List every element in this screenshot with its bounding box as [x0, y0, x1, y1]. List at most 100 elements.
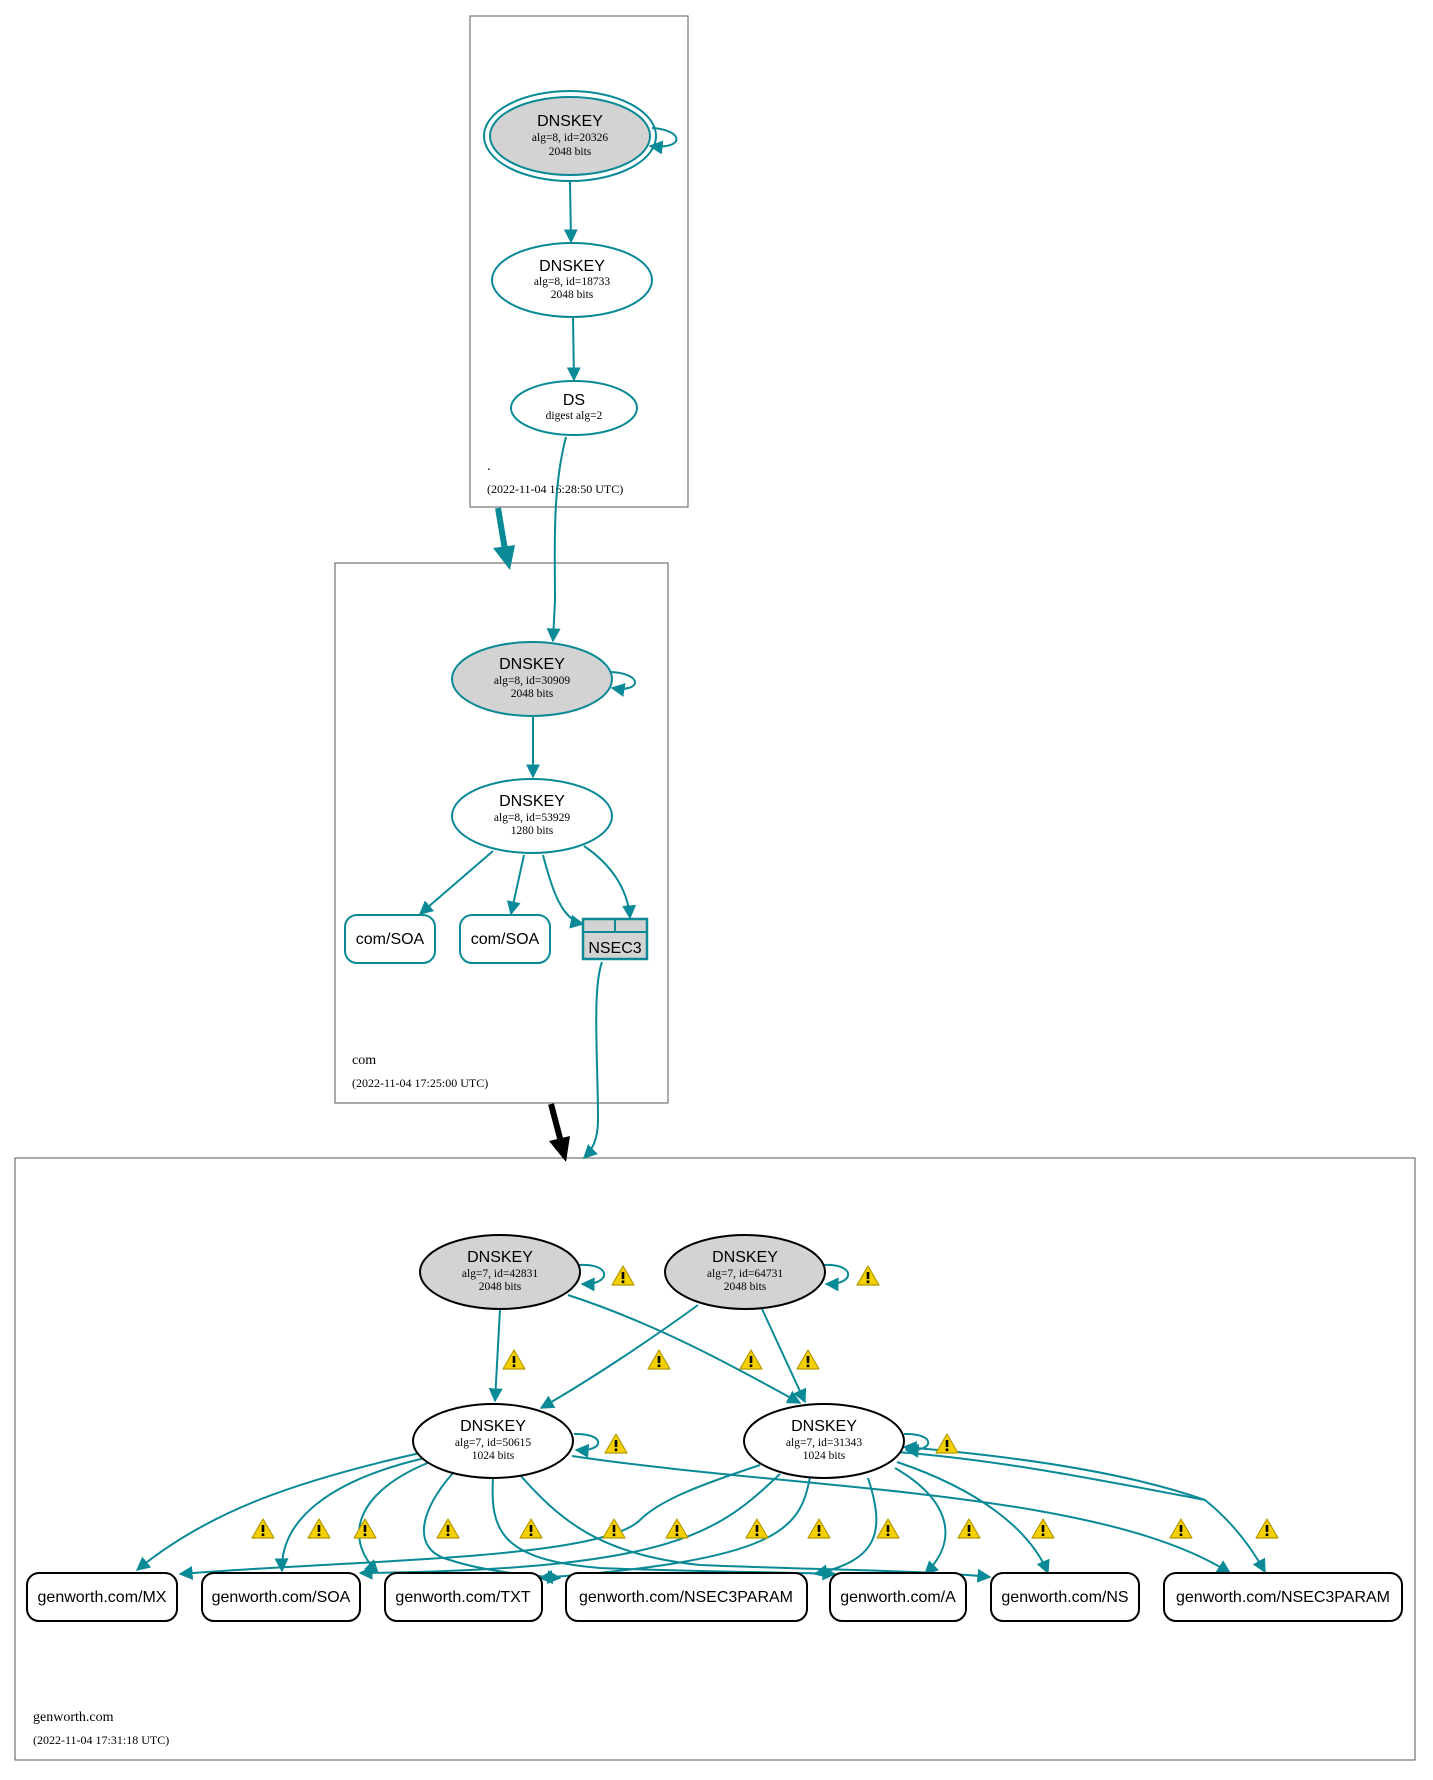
edge-zsk1-mx	[135, 1452, 421, 1571]
edge-root-ksk-self	[648, 127, 678, 155]
warning-triangle-icon[interactable]	[876, 1518, 900, 1539]
node-gw-zsk2-line2: 1024 bits	[803, 1450, 846, 1462]
edge-zsk1-nsec3param2	[571, 1455, 1232, 1574]
node-gw-ksk1-title: DNSKEY	[467, 1249, 533, 1266]
edge-zsk2-a	[894, 1467, 947, 1575]
zone-root-name: .	[487, 459, 491, 474]
warning-triangle-icon[interactable]	[1031, 1518, 1055, 1539]
node-gw-zsk1-line2: 1024 bits	[472, 1450, 515, 1462]
node-root-zsk[interactable]: DNSKEY alg=8, id=18733 2048 bits	[491, 242, 653, 318]
node-root-ksk-line1: alg=8, id=20326	[532, 132, 608, 144]
edge-zsk2-nsec3param1	[813, 1477, 878, 1579]
node-com-soa1-label: com/SOA	[356, 931, 425, 948]
edge-com-ksk-self	[609, 671, 636, 697]
node-gw-ns-label: genworth.com/NS	[1001, 1589, 1128, 1606]
edge-gw-ksk1-self	[578, 1263, 606, 1292]
zone-root-date: (2022-11-04 16:28:50 UTC)	[487, 482, 623, 496]
warning-triangle-icon[interactable]	[796, 1349, 820, 1370]
edge-zsk1-soa	[274, 1457, 426, 1573]
warning-triangle-icon[interactable]	[1169, 1518, 1193, 1539]
node-gw-zsk2-line1: alg=7, id=31343	[786, 1437, 862, 1449]
edge-com-nsec3-genworth	[583, 961, 603, 1159]
node-gw-zsk2-title: DNSKEY	[791, 1418, 857, 1435]
warning-triangle-icon[interactable]	[602, 1518, 626, 1539]
edge-zsk2-soa	[358, 1473, 781, 1580]
edge-gw-zsk1-self	[573, 1432, 600, 1458]
node-com-nsec3[interactable]: NSEC3	[581, 917, 649, 961]
node-gw-nsec3param2-label: genworth.com/NSEC3PARAM	[1176, 1589, 1390, 1606]
delegation-arrow-com-genworth	[548, 1103, 570, 1162]
edge-zsk2-txt	[538, 1476, 811, 1585]
node-gw-ksk2[interactable]: DNSKEY alg=7, id=64731 2048 bits	[664, 1234, 826, 1310]
warning-triangle-icon[interactable]	[647, 1349, 671, 1370]
warning-triangle-icon[interactable]	[519, 1518, 543, 1539]
node-gw-ksk2-title: DNSKEY	[712, 1249, 778, 1266]
edge-com-zsk-soa2	[506, 854, 525, 916]
node-root-zsk-line2: 2048 bits	[551, 289, 594, 301]
warning-triangle-icon[interactable]	[665, 1518, 689, 1539]
node-root-ksk[interactable]: DNSKEY alg=8, id=20326 2048 bits	[483, 90, 657, 182]
zone-genworth-box	[14, 1157, 1416, 1761]
node-gw-ksk2-line2: 2048 bits	[724, 1281, 767, 1293]
warning-triangle-icon[interactable]	[957, 1518, 981, 1539]
node-com-ksk-title: DNSKEY	[499, 656, 565, 673]
zone-com-box	[334, 562, 669, 1104]
warning-triangle-icon[interactable]	[739, 1349, 763, 1370]
node-gw-zsk1[interactable]: DNSKEY alg=7, id=50615 1024 bits	[412, 1403, 574, 1479]
edge-gw-ksk2-zsk2	[761, 1308, 807, 1404]
zone-root-box	[469, 15, 689, 508]
node-gw-zsk1-line1: alg=7, id=50615	[455, 1437, 531, 1449]
node-root-zsk-line1: alg=8, id=18733	[534, 276, 610, 288]
node-root-ds[interactable]: DS digest alg=2	[510, 380, 638, 436]
node-gw-a-label: genworth.com/A	[840, 1589, 956, 1606]
edge-zsk1-txt	[358, 1461, 431, 1574]
node-com-nsec3-label: NSEC3	[588, 940, 641, 957]
warning-triangle-icon[interactable]	[856, 1265, 880, 1286]
warning-triangle-icon[interactable]	[604, 1433, 628, 1454]
warning-triangle-icon[interactable]	[307, 1518, 331, 1539]
node-gw-nsec3param1-label: genworth.com/NSEC3PARAM	[579, 1589, 793, 1606]
zone-genworth-date: (2022-11-04 17:31:18 UTC)	[33, 1733, 169, 1747]
node-gw-soa-label: genworth.com/SOA	[212, 1589, 351, 1606]
zone-com-name: com	[352, 1053, 376, 1068]
node-gw-ksk1-line1: alg=7, id=42831	[462, 1268, 538, 1280]
node-gw-zsk1-title: DNSKEY	[460, 1418, 526, 1435]
warning-triangle-icon[interactable]	[251, 1518, 275, 1539]
edge-zsk2-ns	[896, 1461, 1050, 1575]
warning-triangle-icon[interactable]	[611, 1265, 635, 1286]
warning-triangle-icon[interactable]	[353, 1518, 377, 1539]
node-gw-zsk2[interactable]: DNSKEY alg=7, id=31343 1024 bits	[743, 1403, 905, 1479]
node-gw-soa[interactable]: genworth.com/SOA	[201, 1572, 361, 1622]
warning-triangle-icon[interactable]	[807, 1518, 831, 1539]
edge-gw-ksk2-self	[822, 1263, 850, 1292]
edge-com-zsk-nsec3-b	[583, 845, 637, 920]
warning-triangle-icon[interactable]	[745, 1518, 769, 1539]
node-com-zsk[interactable]: DNSKEY alg=8, id=53929 1280 bits	[451, 778, 613, 854]
node-root-ksk-line2: 2048 bits	[549, 146, 592, 158]
node-gw-nsec3param2[interactable]: genworth.com/NSEC3PARAM	[1163, 1572, 1403, 1622]
edge-root-ds-com-ksk	[546, 436, 567, 643]
edge-zsk2-mx	[178, 1464, 761, 1580]
zone-com-date: (2022-11-04 17:25:00 UTC)	[352, 1076, 488, 1090]
warning-triangle-icon[interactable]	[436, 1518, 460, 1539]
warning-triangle-icon[interactable]	[502, 1349, 526, 1370]
node-gw-txt-label: genworth.com/TXT	[395, 1589, 530, 1606]
node-root-ksk-title: DNSKEY	[537, 113, 603, 130]
node-gw-mx[interactable]: genworth.com/MX	[26, 1572, 178, 1622]
node-gw-txt[interactable]: genworth.com/TXT	[384, 1572, 543, 1622]
edge-gw-ksk2-zsk1	[539, 1304, 699, 1409]
node-gw-nsec3param1[interactable]: genworth.com/NSEC3PARAM	[565, 1572, 808, 1622]
node-gw-ns[interactable]: genworth.com/NS	[990, 1572, 1140, 1622]
node-root-ds-title: DS	[563, 392, 585, 409]
node-com-soa1[interactable]: com/SOA	[344, 914, 436, 964]
node-root-ds-line1: digest alg=2	[546, 410, 603, 422]
node-com-ksk[interactable]: DNSKEY alg=8, id=30909 2048 bits	[451, 641, 613, 717]
node-com-soa2[interactable]: com/SOA	[459, 914, 551, 964]
node-gw-ksk1[interactable]: DNSKEY alg=7, id=42831 2048 bits	[419, 1234, 581, 1310]
warning-triangle-icon[interactable]	[935, 1433, 959, 1454]
node-gw-a[interactable]: genworth.com/A	[829, 1572, 967, 1622]
edge-com-zsk-nsec3-a	[542, 854, 585, 929]
warning-triangle-icon[interactable]	[1255, 1518, 1279, 1539]
node-root-zsk-title: DNSKEY	[539, 258, 605, 275]
